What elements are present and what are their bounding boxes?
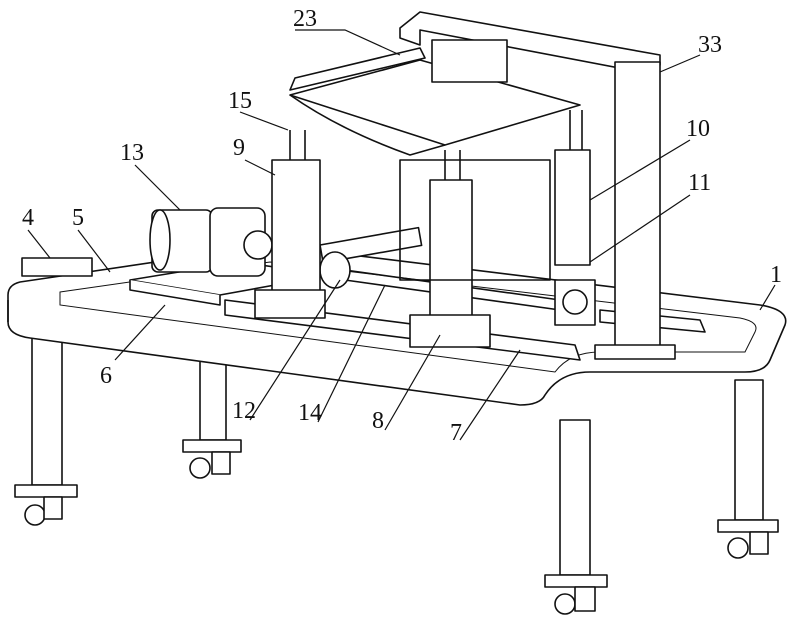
reference-numerals: 23 33 15 10 9 13 11 4 5 1 6 12 14 8 7 [22,6,782,446]
motor-assembly [129,207,331,306]
label-11: 11 [688,170,711,196]
ball-screw [319,226,596,326]
label-4: 4 [22,205,34,231]
hopper [289,59,581,281]
label-12: 12 [232,398,256,424]
label-13: 13 [120,140,144,166]
label-14: 14 [298,400,322,426]
legs [31,329,764,576]
label-5: 5 [72,205,84,231]
cylinder [21,47,426,277]
label-1: 1 [770,262,782,288]
label-33: 33 [698,32,722,58]
label-15: 15 [228,88,252,114]
label-23: 23 [293,6,317,32]
frame [399,11,676,360]
label-7: 7 [450,420,462,446]
leader-lines [27,29,776,441]
label-6: 6 [100,363,112,389]
label-9: 9 [233,135,245,161]
columns [254,110,591,348]
label-8: 8 [372,408,384,434]
casters [14,439,779,615]
label-10: 10 [686,116,710,142]
